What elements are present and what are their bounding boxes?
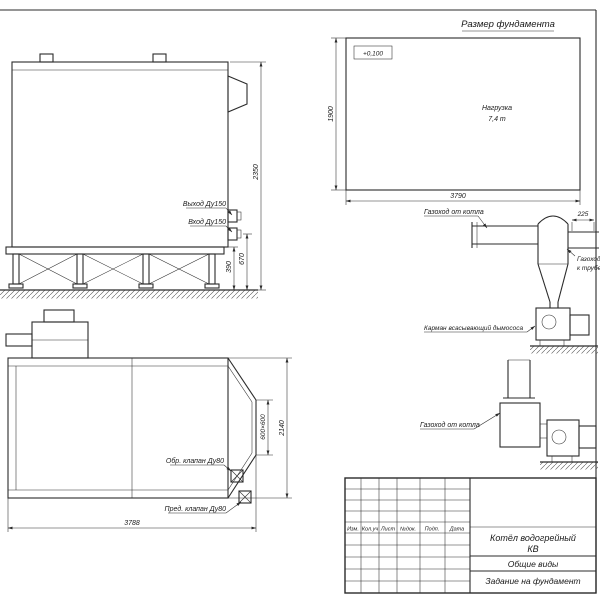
outlet-label: Выход Ду150 (183, 200, 226, 208)
topview-dim-length: 3788 (124, 520, 140, 527)
foundation-title: Размер фундамента (461, 19, 555, 30)
safety-valve-label: Пред. клапан Ду80 (165, 505, 227, 513)
cyclone (537, 215, 569, 303)
titleblock-col-data: Дата (449, 527, 465, 533)
doc-type-line1: Общие виды (508, 559, 559, 569)
suction-pocket-lower (499, 402, 541, 448)
elevation-mark-box (353, 45, 393, 60)
elevation-mark: +0,100 (363, 51, 383, 58)
product-name-line2: КВ (527, 544, 538, 554)
check-valve (230, 469, 244, 483)
side-dim-overall-height: 2350 (253, 164, 260, 181)
boiler-side-view: 2350 670 390 Выход Ду150 Вход Ду150 (0, 53, 266, 299)
titleblock-col-izm: Изм. (347, 527, 359, 533)
boiler-plan-body (7, 357, 229, 499)
support-frame (5, 246, 225, 289)
load-label-line2: 7,4 т (488, 116, 506, 123)
burner-unit (5, 309, 89, 359)
inlet-label: Вход Ду150 (188, 218, 226, 226)
topview-dim-width: 2140 (279, 420, 286, 437)
titleblock-col-podp: Подп. (425, 527, 440, 533)
lifting-lug (152, 53, 167, 63)
flue-upper-from-boiler-label: Газоход от котла (424, 208, 484, 216)
smoke-exhauster-lower (546, 419, 597, 462)
foundation-dim-length: 3790 (450, 193, 466, 200)
suction-pocket-label: Карман всасывающий дымососа (424, 324, 523, 332)
side-dim-frame-height: 390 (226, 261, 233, 273)
flue-diagram-lower: Газоход от котла (420, 359, 598, 470)
flue-to-stack-label-line1: Газоход (577, 255, 600, 263)
lifting-lug (39, 53, 54, 63)
smoke-exhauster-upper (535, 302, 590, 346)
doc-type-line2: Задание на фундамент (485, 576, 580, 586)
flue-upper-dim-offset: 225 (577, 211, 589, 218)
flue-lower-from-boiler-label: Газоход от котла (420, 421, 480, 429)
side-dim-inlet-height: 670 (239, 253, 246, 265)
flue-diagram-upper: Газоход от котла 225 Газоход к трубе (424, 208, 600, 354)
titleblock-col-list: Лист (380, 527, 396, 533)
boiler-top-view: Обр. клапан Ду80 Пред. клапан Ду80 600×6… (5, 309, 292, 532)
flue-outlet-nozzle (227, 75, 248, 113)
product-name-line1: Котёл водогрейный (490, 533, 576, 543)
fan-motor (578, 425, 597, 449)
safety-valve (238, 490, 252, 504)
titleblock-col-ndok: №док. (400, 527, 416, 533)
inlet-fitting (227, 227, 238, 241)
fan-motor (569, 314, 590, 336)
titleblock-col-koluch: Кол.уч (362, 527, 379, 533)
sheet-frame (0, 9, 597, 593)
foundation-outline (345, 37, 581, 191)
foundation-plan: Размер фундамента +0,100 Нагрузка 7,4 т … (328, 19, 581, 205)
flue-to-stack-label-line2: к трубе (577, 264, 600, 272)
title-block: Изм. Кол.уч Лист №док. Подп. Дата Котёл … (344, 477, 597, 594)
foundation-dim-width: 1900 (328, 106, 335, 122)
load-label-line1: Нагрузка (482, 105, 512, 112)
topview-dim-opening: 600×600 (260, 414, 267, 440)
check-valve-label: Обр. клапан Ду80 (166, 457, 224, 465)
